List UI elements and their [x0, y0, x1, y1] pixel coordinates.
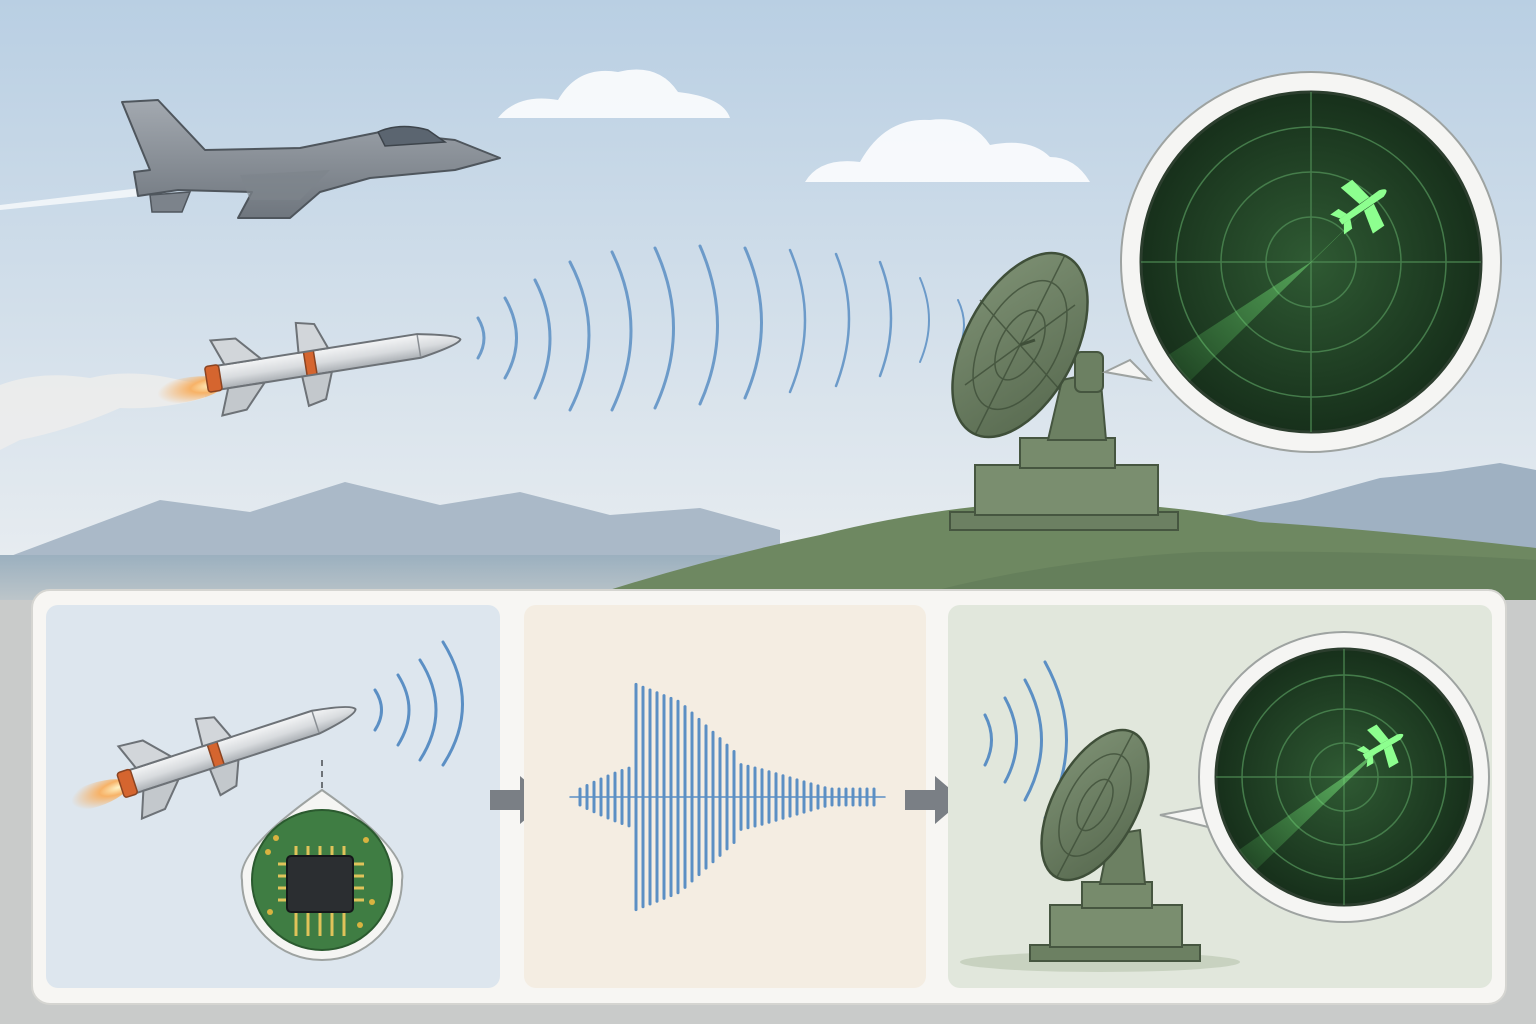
panel-emitter [46, 605, 500, 988]
radar-sweep-beam [1141, 205, 1370, 420]
radar-display-icon [1159, 631, 1490, 923]
missile-flame [145, 376, 225, 404]
panel-waveform [524, 605, 926, 988]
clouds [498, 69, 1090, 182]
missile-icon [61, 706, 357, 821]
radar-dish [949, 251, 1179, 531]
signal-waves-icon [373, 640, 464, 767]
aircraft-silhouette-icon [1330, 179, 1387, 235]
panel-receiver [948, 605, 1492, 988]
circuit-chip-icon [240, 788, 404, 961]
cruise-missile [0, 321, 462, 450]
radar-dish-icon [1029, 728, 1201, 962]
fighter-jet [0, 99, 501, 219]
hill-shade [900, 551, 1536, 600]
aircraft-shaped-waveform-icon [569, 682, 886, 912]
mountains [0, 482, 780, 560]
radar-display-bubble [1101, 71, 1502, 453]
aircraft-silhouette-icon [1356, 724, 1404, 769]
jet-contrail [0, 188, 140, 210]
